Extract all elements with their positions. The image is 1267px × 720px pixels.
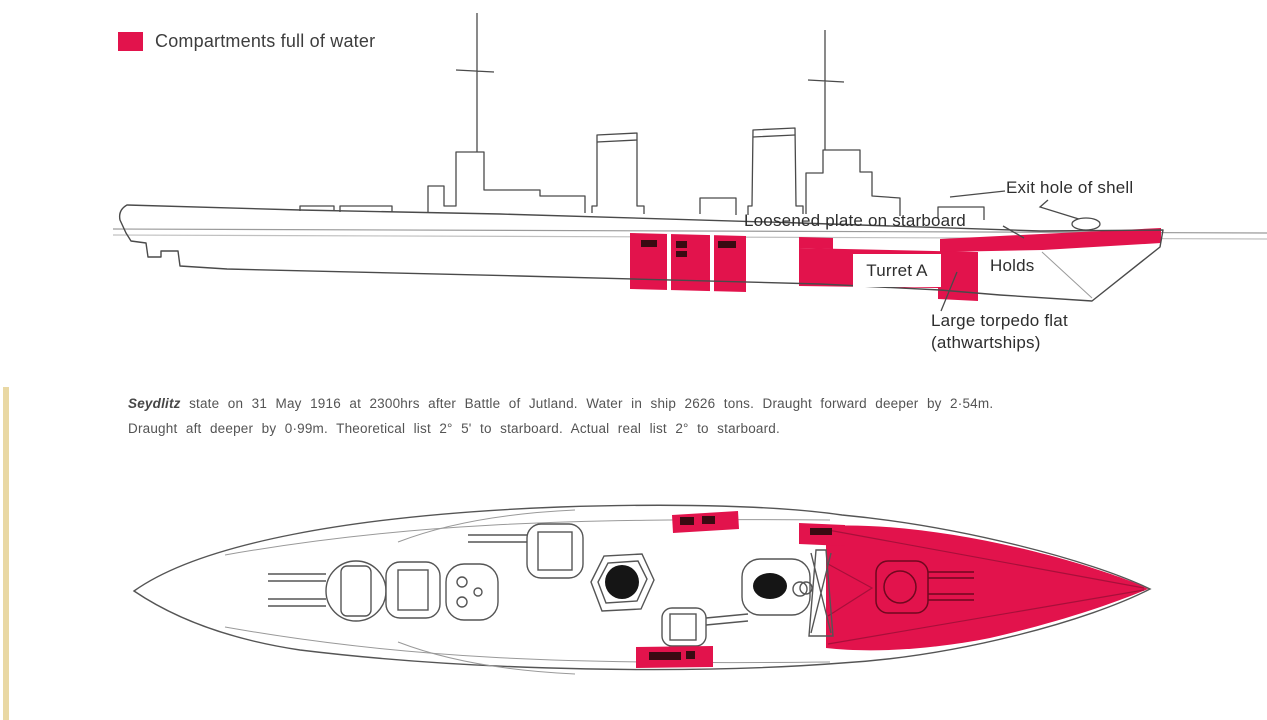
bow-band-right — [940, 228, 1161, 252]
label-holds: Holds — [990, 256, 1035, 275]
torpedo-flat-pointer — [940, 271, 958, 312]
deck-structures — [268, 523, 834, 647]
page-edge-strip — [3, 387, 9, 720]
exit-hole-shape — [1071, 217, 1101, 231]
ship-name: Seydlitz — [128, 396, 181, 411]
caption-line1: Seydlitz state on 31 May 1916 at 2300hrs… — [128, 391, 1150, 416]
caption: Seydlitz state on 31 May 1916 at 2300hrs… — [128, 391, 1150, 441]
label-torpedo-flat-line2: (athwartships) — [931, 333, 1041, 352]
midship-wing-turret — [661, 607, 707, 647]
fore-funnel-vent — [792, 581, 808, 597]
legend-flooded-swatch — [118, 32, 143, 51]
aft-turret — [385, 561, 441, 619]
exit-hole-pointer — [949, 190, 1083, 221]
label-torpedo-flat-line1: Large torpedo flat — [931, 311, 1068, 330]
fore-funnel-uptake — [753, 573, 787, 599]
superfiring-turret-barrels — [468, 534, 527, 543]
compartment-gap — [710, 235, 714, 292]
aft-wing-turret-slide — [340, 565, 372, 617]
bow-inner-line — [1041, 251, 1093, 299]
legend: Compartments full of water — [118, 31, 375, 52]
label-exit-hole: Exit hole of shell — [1006, 178, 1134, 197]
superstructure — [299, 13, 985, 220]
superfiring-turret — [526, 523, 584, 579]
turret-a-box: Turret A — [853, 254, 941, 287]
flooded-bow-plan — [799, 523, 1148, 651]
label-loosened-plate: Loosened plate on starboard — [744, 211, 966, 230]
hull-plan-outline — [132, 504, 1152, 671]
midship-flooded-block — [630, 233, 746, 292]
aft-turret-top — [397, 569, 429, 611]
compartment-gap — [667, 234, 671, 291]
loosened-plate-pointer — [1002, 225, 1025, 239]
turret-a-plan — [875, 560, 974, 614]
midship-wing-turret-barrels — [705, 613, 749, 626]
label-torpedo-flat: Large torpedo flat (athwartships) — [931, 310, 1068, 354]
station-port — [473, 587, 483, 597]
bow-band-left — [799, 237, 833, 249]
hull-profile-outline — [118, 204, 1164, 302]
midship-wing-turret-top — [669, 613, 697, 641]
legend-label: Compartments full of water — [155, 31, 376, 51]
label-turret-a: Turret A — [866, 260, 928, 280]
station-port — [456, 576, 468, 588]
caption-line2: Draught aft deeper by 0·99m. Theoretical… — [128, 421, 780, 436]
foremast-platform — [799, 581, 813, 595]
aft-funnel-uptake — [605, 565, 639, 599]
flooded-compartments-side — [630, 228, 1161, 301]
superstructure-outline — [339, 127, 985, 220]
bow-deck-lines — [827, 529, 1145, 645]
station-port — [456, 596, 468, 608]
top-view-drawing — [132, 504, 1152, 675]
side-view-drawing — [112, 13, 1267, 312]
turret-a-barrels — [928, 571, 974, 601]
fore-mast — [807, 30, 845, 150]
caption-line1-rest: state on 31 May 1916 at 2300hrs after Ba… — [180, 396, 994, 411]
aft-mast — [455, 13, 495, 152]
aft-funnel-inner — [597, 560, 648, 604]
funnel-cap-lines — [596, 134, 796, 143]
aft-wing-turret — [325, 560, 387, 622]
aft-control-station — [445, 563, 499, 621]
foremast-structure — [808, 549, 834, 637]
bow-flood-fill — [826, 525, 1148, 651]
leader-lines — [940, 190, 1101, 312]
compartment-code-marks — [641, 240, 736, 257]
compartment-code-marks-plan — [649, 516, 832, 660]
aft-turret-barrels — [268, 573, 326, 607]
superfiring-turret-top — [537, 531, 573, 571]
aft-deck-fittings — [299, 205, 335, 211]
